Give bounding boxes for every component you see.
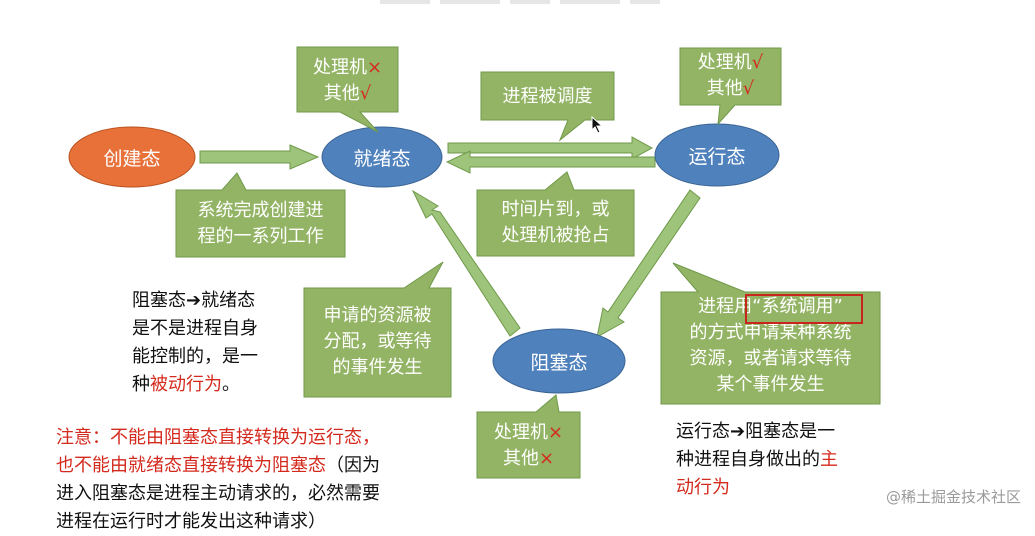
- callout-resource-allocated: [303, 261, 452, 398]
- top-strip: [0, 0, 1035, 14]
- note-attention: 注意：不能由阻塞态直接转换为运行态， 也不能由就绪态直接转换为阻塞态（因为 进入…: [56, 427, 380, 532]
- callout-scheduled: [480, 71, 615, 142]
- state-create-node: [68, 126, 196, 188]
- callout-blocked-resources: [476, 394, 581, 479]
- callout-timeslice-text: 时间片到，或 处理机被抢占: [501, 199, 610, 246]
- state-ready-label: 就绪态: [353, 147, 411, 170]
- state-create-label: 创建态: [103, 147, 161, 170]
- arrow-running-to-blocked: [596, 189, 701, 338]
- syscall-highlight: “系统调用”: [752, 296, 843, 317]
- state-diagram: [68, 46, 881, 479]
- arrow-ready-to-running: [447, 136, 654, 160]
- callout-timeslice: [476, 171, 635, 257]
- state-blocked-label: 阻塞态: [530, 351, 588, 374]
- callout-ready-resources: [296, 46, 399, 133]
- syscall-highlight-box: [745, 294, 863, 324]
- arrow-create-to-ready: [199, 144, 320, 170]
- callout-syscall: [660, 262, 881, 405]
- callout-create-done-text: 系统完成创建进 程的一系列工作: [197, 200, 324, 247]
- note-running-to-blocked: 运行态➔阻塞态是一 种进程自身做出的主 动行为: [676, 421, 838, 498]
- callout-running-resources: [679, 47, 782, 126]
- arrow-running-to-ready: [445, 150, 656, 174]
- state-running-node: [654, 123, 780, 187]
- note-blocked-to-ready: 阻塞态➔就绪态 是不是进程自身 能控制的，是一 种被动行为。: [132, 290, 258, 395]
- callout-running-resources-text: 处理机√ 其他√: [697, 52, 764, 99]
- callout-create-done: [175, 172, 346, 258]
- callout-ready-resources-text: 处理机× 其他√: [312, 57, 383, 104]
- state-blocked-node: [492, 328, 626, 394]
- callout-syscall-text: 进程用“系统调用” 的方式申请某种系统 资源，或者请求等待 某个事件发生: [689, 296, 852, 395]
- callout-scheduled-text: 进程被调度: [502, 86, 593, 107]
- state-running-label: 运行态: [688, 145, 746, 168]
- watermark-text: @稀土掘金技术社区: [885, 488, 1021, 506]
- callout-blocked-resources-text: 处理机× 其他×: [493, 422, 564, 469]
- callout-resource-allocated-text: 申请的资源被 分配，或等待 的事件发生: [323, 305, 432, 378]
- state-ready-node: [321, 126, 443, 188]
- mouse-cursor-icon: [591, 116, 604, 134]
- arrow-blocked-to-ready: [411, 189, 521, 337]
